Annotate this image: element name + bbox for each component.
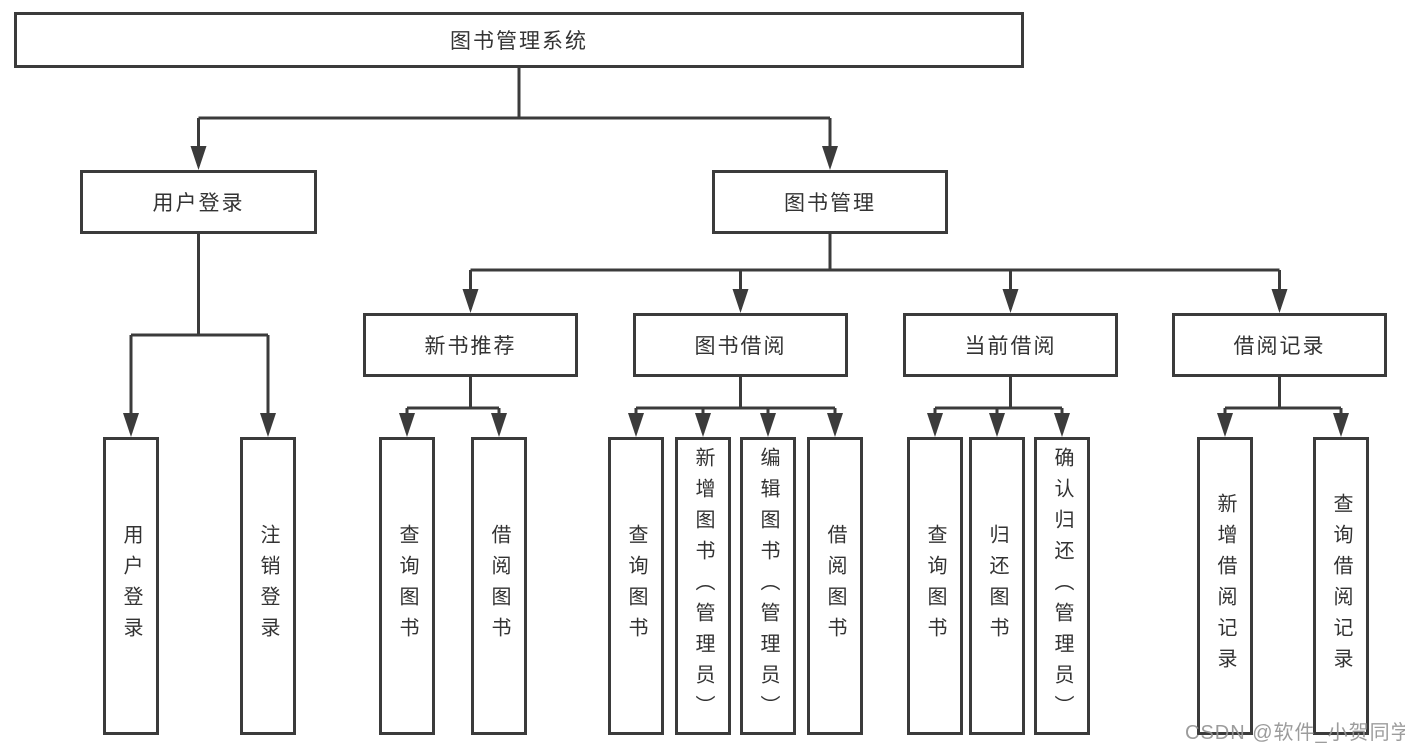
- node-new-book-recommend: 新书推荐: [363, 313, 578, 377]
- node-leaf-query-book-1: 查询图书: [379, 437, 435, 735]
- node-label: 新增图书（管理员）: [692, 446, 714, 726]
- node-borrow-records: 借阅记录: [1172, 313, 1387, 377]
- node-user-login: 用户登录: [80, 170, 317, 234]
- node-leaf-query-book-3: 查询图书: [907, 437, 963, 735]
- node-label: 注销登录: [257, 524, 279, 648]
- node-leaf-borrow-book-1: 借阅图书: [471, 437, 527, 735]
- node-label: 借阅图书: [488, 524, 510, 648]
- node-leaf-user-login: 用户登录: [103, 437, 159, 735]
- node-label: 新增借阅记录: [1214, 493, 1236, 679]
- node-label: 用户登录: [120, 524, 142, 648]
- node-root: 图书管理系统: [14, 12, 1024, 68]
- node-label: 确认归还（管理员）: [1051, 446, 1073, 726]
- node-leaf-query-borrow-record: 查询借阅记录: [1313, 437, 1369, 735]
- node-leaf-query-book-2: 查询图书: [608, 437, 664, 735]
- node-label: 借阅图书: [824, 524, 846, 648]
- node-leaf-edit-book-admin: 编辑图书（管理员）: [740, 437, 796, 735]
- node-leaf-confirm-return-admin: 确认归还（管理员）: [1034, 437, 1090, 735]
- node-label: 查询图书: [924, 524, 946, 648]
- node-current-borrow: 当前借阅: [903, 313, 1118, 377]
- node-label: 编辑图书（管理员）: [757, 446, 779, 726]
- arrowheads: [123, 146, 1349, 437]
- node-label: 当前借阅: [964, 335, 1057, 358]
- node-leaf-return-book: 归还图书: [969, 437, 1025, 735]
- watermark: CSDN @软件_小贺同学: [1185, 722, 1405, 744]
- node-label: 图书借阅: [694, 335, 787, 358]
- node-book-borrow: 图书借阅: [633, 313, 848, 377]
- node-label: 新书推荐: [424, 335, 517, 358]
- node-leaf-add-book-admin: 新增图书（管理员）: [675, 437, 731, 735]
- node-label: 图书管理: [784, 192, 876, 215]
- node-label: 图书管理系统: [450, 30, 588, 53]
- node-label: 归还图书: [986, 524, 1008, 648]
- node-label: 查询图书: [396, 524, 418, 648]
- node-label: 用户登录: [152, 192, 245, 215]
- node-book-management: 图书管理: [712, 170, 948, 234]
- node-leaf-add-borrow-record: 新增借阅记录: [1197, 437, 1253, 735]
- node-label: 查询图书: [625, 524, 647, 648]
- node-leaf-borrow-book-2: 借阅图书: [807, 437, 863, 735]
- node-label: 借阅记录: [1233, 335, 1326, 358]
- node-leaf-logout: 注销登录: [240, 437, 296, 735]
- node-label: 查询借阅记录: [1330, 493, 1352, 679]
